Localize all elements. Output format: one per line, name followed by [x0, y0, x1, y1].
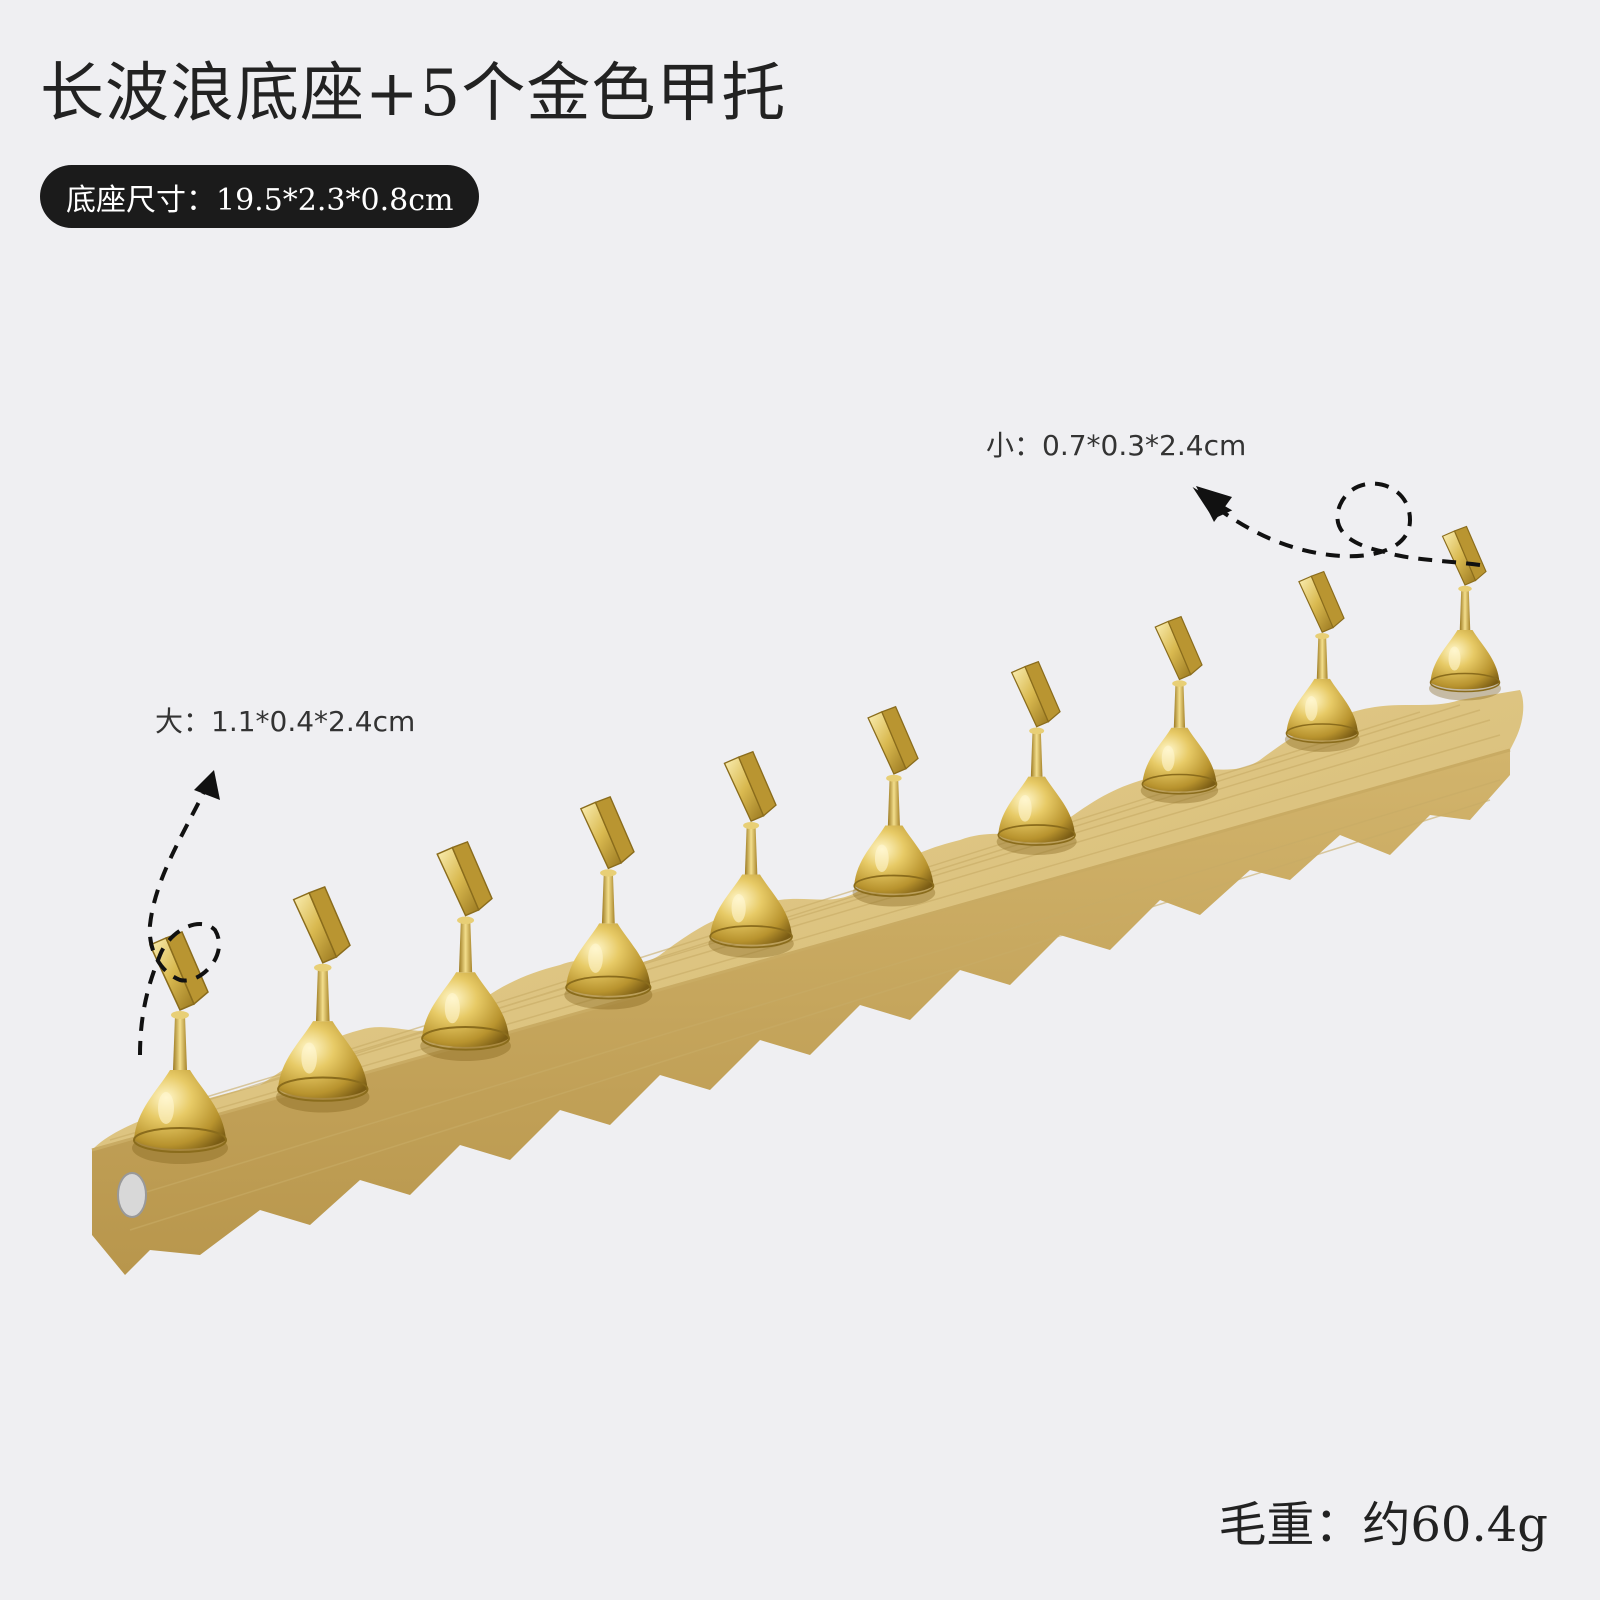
nail-tip-holder — [276, 886, 370, 1113]
gold-holders — [132, 525, 1501, 1164]
base-size-badge: 底座尺寸：19.5*2.3*0.8cm — [40, 165, 480, 228]
nail-tip-holder — [132, 931, 228, 1164]
small-tip-arrow — [1198, 481, 1481, 567]
base-side — [92, 750, 1510, 1275]
small-tip-dimension: 小：0.7*0.3*2.4cm — [986, 429, 1247, 462]
magnet-icon — [117, 1172, 147, 1218]
nail-tip-holder — [420, 840, 511, 1061]
nail-tip-holder — [1284, 570, 1360, 752]
nail-tip-holder — [852, 705, 936, 907]
small-tip-arrowhead-main — [1196, 486, 1232, 522]
page-title: 长波浪底座+5个金色甲托 — [40, 57, 787, 131]
gross-weight: 毛重：约60.4g — [1218, 1497, 1548, 1553]
nail-tip-holder — [1429, 525, 1501, 701]
nail-tip-holder — [708, 750, 794, 958]
nail-tip-holder — [564, 795, 653, 1010]
large-tip-arrowhead — [194, 770, 220, 800]
nail-tip-holder — [996, 660, 1077, 855]
nail-tip-holder — [1140, 615, 1219, 804]
large-tip-dimension: 大：1.1*0.4*2.4cm — [155, 705, 416, 738]
